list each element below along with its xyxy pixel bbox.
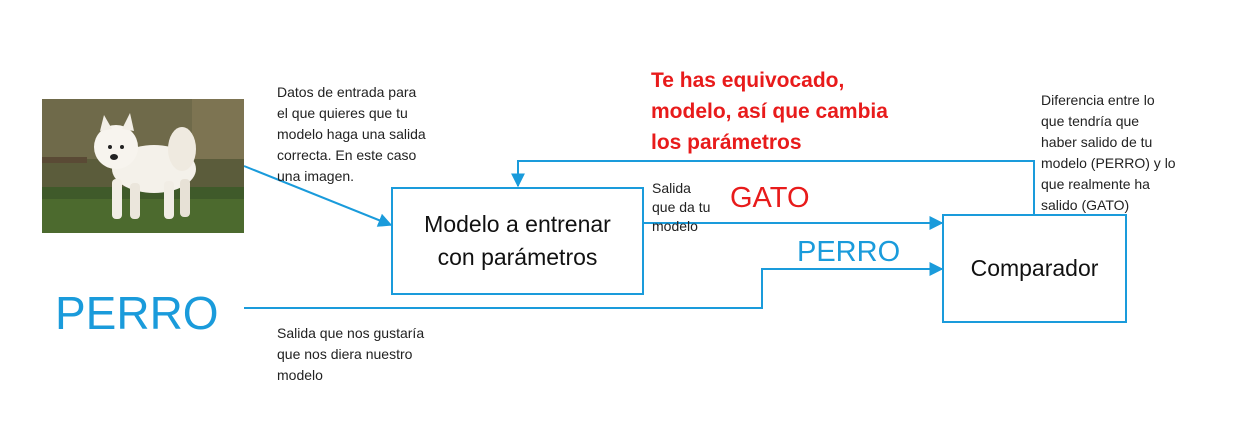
desired-output-description: Salida que nos gustaría que nos diera nu… (277, 325, 425, 383)
target-label-small: PERRO (797, 236, 901, 268)
model-output-note: Salida que da tu modelo (652, 180, 711, 234)
difference-description: Diferencia entre lo que tendría que habe… (1041, 92, 1176, 213)
target-label: PERRO (55, 287, 219, 339)
model-box: Modelo a entrenar con parámetros (391, 187, 644, 295)
input-arrow (243, 165, 393, 227)
comparator-box: Comparador (942, 214, 1127, 323)
feedback-arrow (511, 160, 1035, 214)
feedback-message: Te has equivocado, modelo, así que cambi… (651, 69, 888, 154)
predicted-label: GATO (730, 182, 810, 214)
target-to-comparator-arrow (244, 262, 944, 309)
dog-photo-icon (42, 99, 244, 233)
input-description: Datos de entrada para el que quieres que… (277, 84, 426, 184)
